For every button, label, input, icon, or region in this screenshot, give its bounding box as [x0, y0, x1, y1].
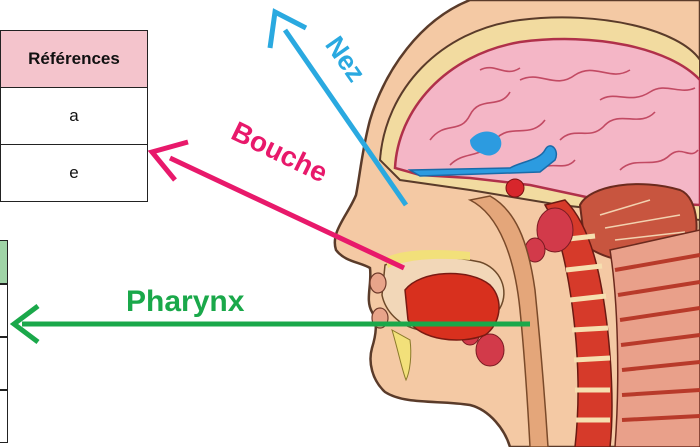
references-header: Références — [1, 31, 148, 88]
partial-table-row — [0, 390, 8, 443]
tongue — [405, 274, 499, 340]
partial-table-row — [0, 337, 8, 390]
references-row-a: a — [1, 88, 148, 145]
bouche-label: Bouche — [227, 115, 333, 188]
partial-table — [0, 240, 10, 443]
pharynx-label: Pharynx — [126, 285, 245, 318]
partial-table-row — [0, 284, 8, 337]
references-row-e: e — [1, 145, 148, 202]
references-table: Références a e — [0, 30, 148, 202]
partial-table-header — [0, 240, 8, 284]
nez-label: Nez — [319, 31, 371, 88]
